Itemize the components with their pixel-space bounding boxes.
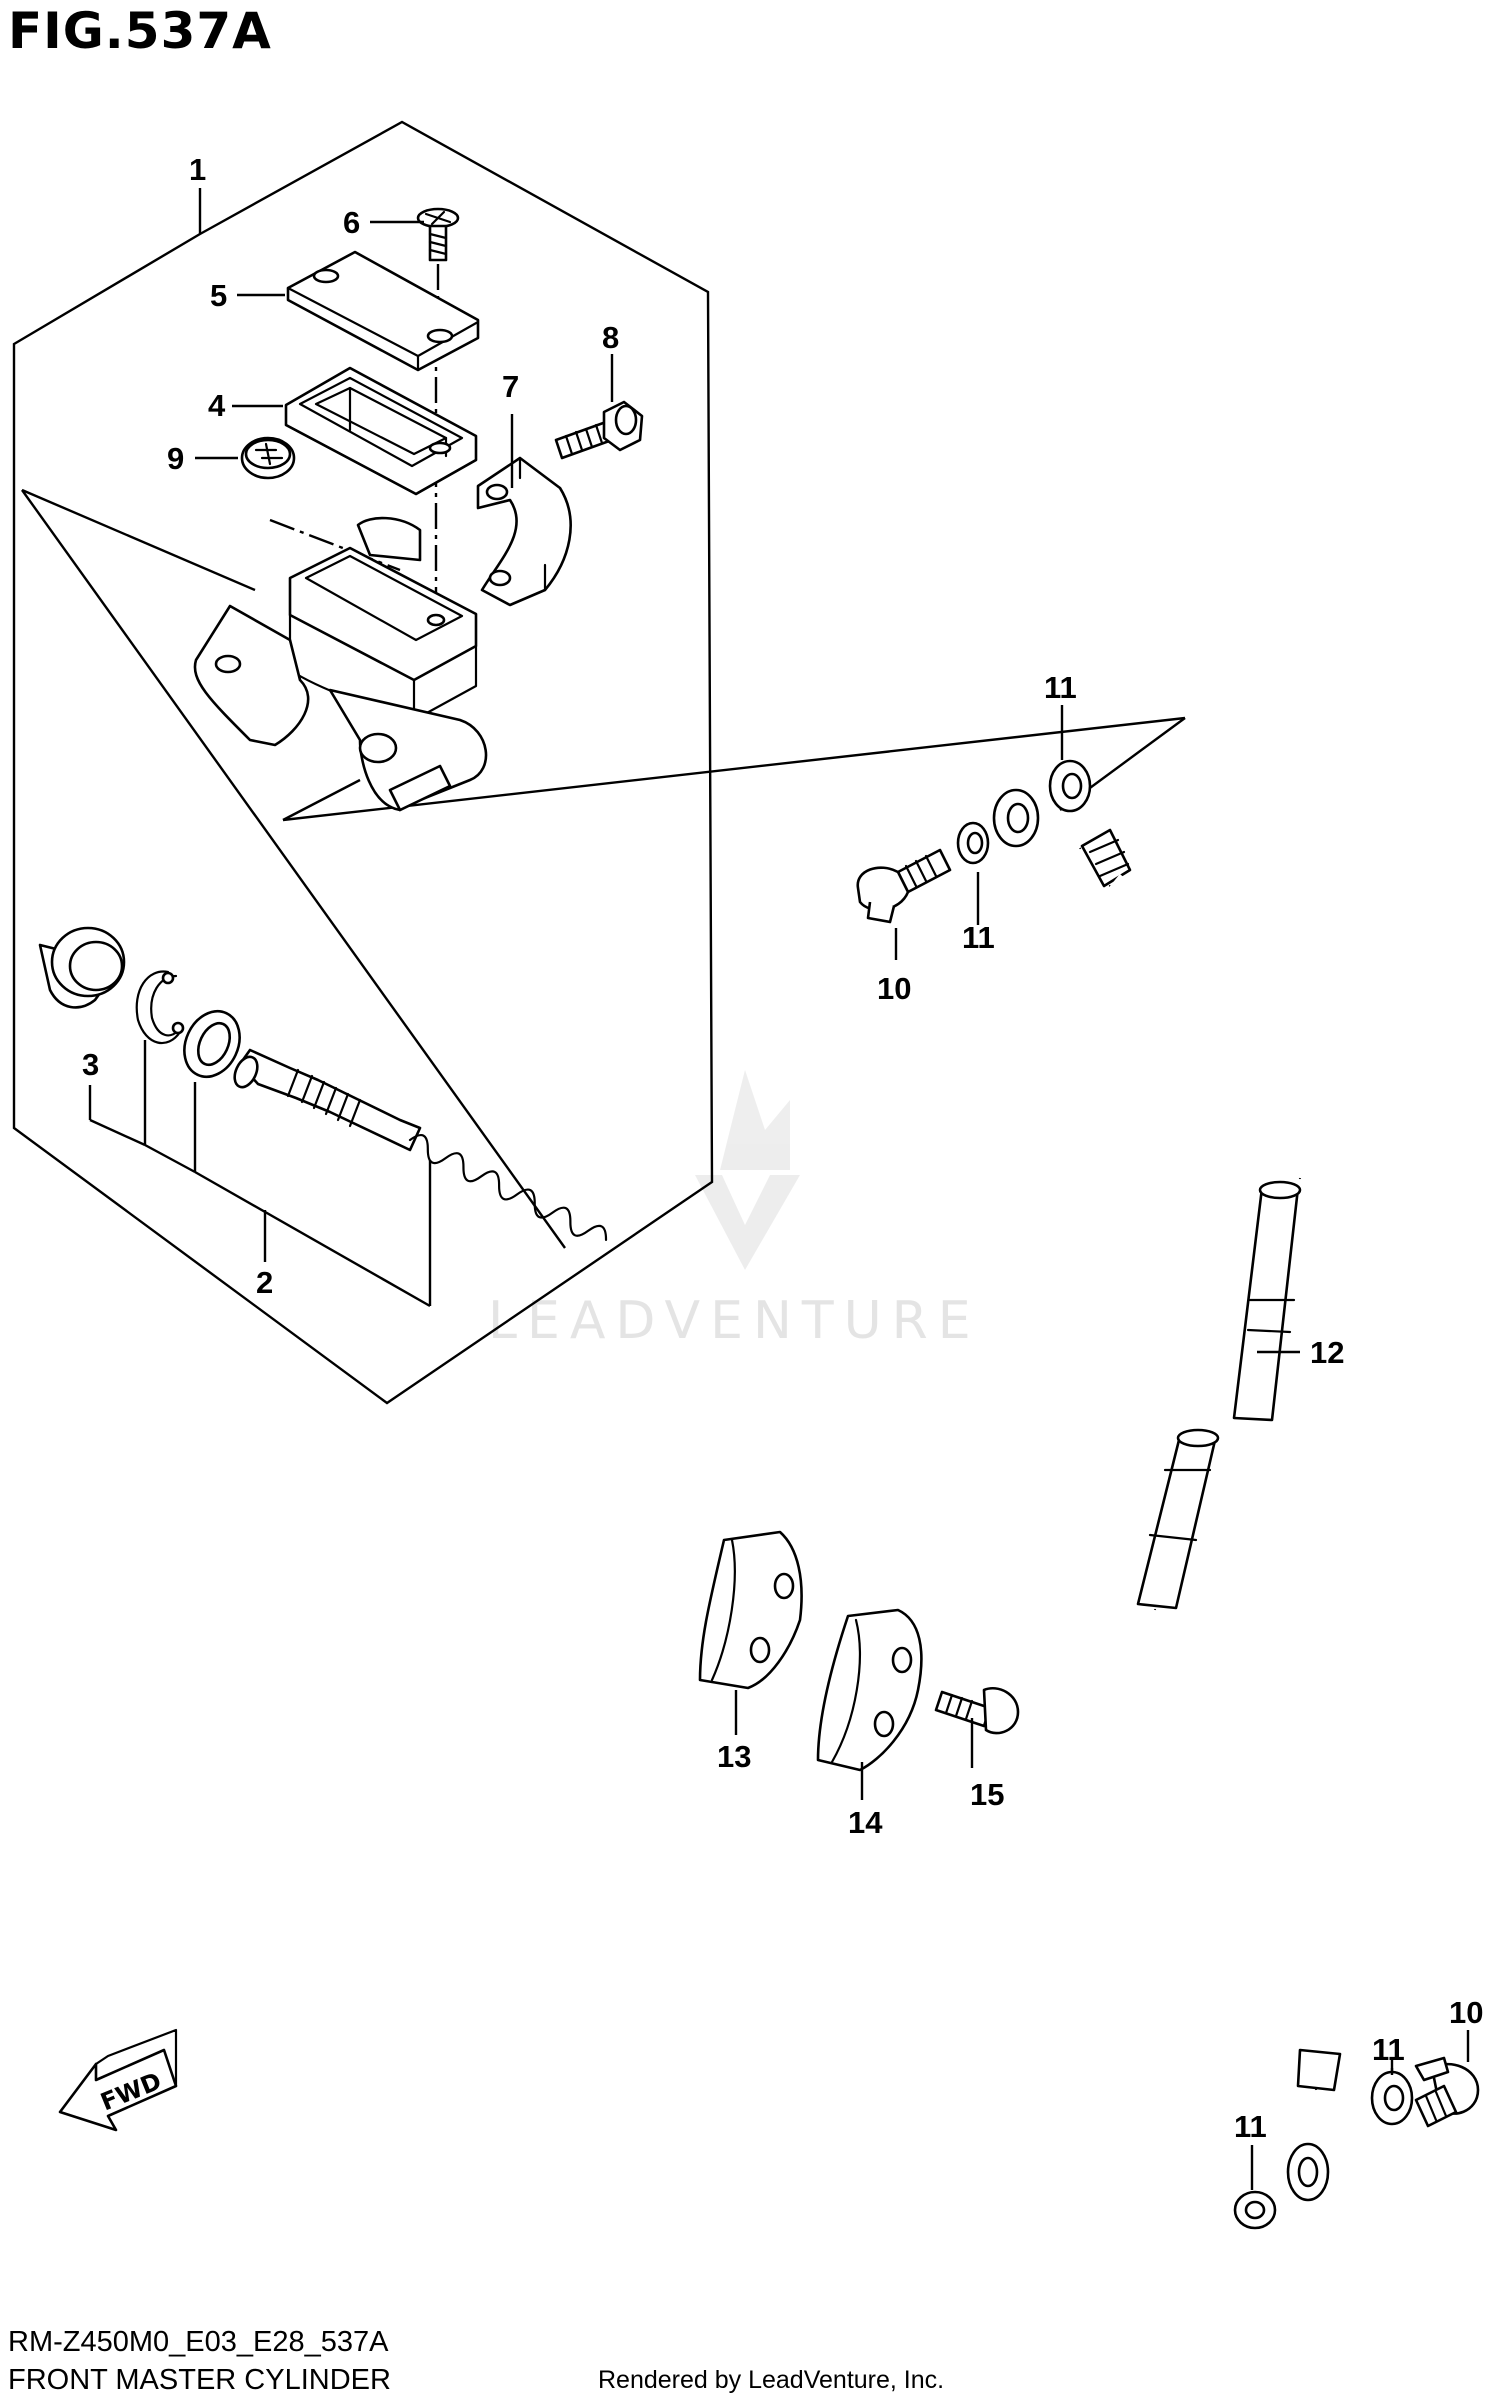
diagram-code: RM-Z450M0_E03_E28_537A [8, 2326, 389, 2358]
render-credit: Rendered by LeadVenture, Inc. [598, 2366, 945, 2394]
part-5-cover [286, 250, 480, 372]
part-14-holder [816, 1608, 923, 1772]
assembly-1-outline [12, 120, 714, 1405]
callout-11-lower-left: 11 [1234, 2109, 1267, 2144]
circlip [135, 970, 185, 1045]
washer-11-lower-left [1233, 2190, 1277, 2230]
part-6-screw [416, 207, 460, 262]
callout-5: 5 [210, 278, 227, 313]
master-cylinder-body [193, 516, 488, 812]
callout-6: 6 [343, 205, 360, 240]
callout-10-upper: 10 [877, 971, 911, 1006]
part-4-diaphragm [284, 366, 478, 496]
fwd-arrow-icon: FWD [58, 2028, 178, 2132]
callout-7: 7 [502, 369, 519, 404]
part-12-brake-hose [1028, 804, 1346, 2152]
part-3-boot [38, 926, 126, 1009]
callout-4: 4 [208, 388, 226, 423]
callout-11-upper-left: 11 [962, 920, 995, 955]
callout-12: 12 [1310, 1335, 1344, 1370]
callout-8: 8 [602, 320, 619, 355]
union-bolt-10-lower [1414, 2056, 1480, 2128]
leadventure-watermark: LEADVENTURE [488, 1070, 981, 1351]
callout-brackets [88, 1040, 432, 1308]
union-bolt-10-upper [856, 848, 952, 924]
figure-title: FIG.537A [8, 2, 272, 60]
part-13-holder [698, 1530, 803, 1690]
callout-1: 1 [189, 152, 206, 187]
leader-lines [195, 220, 1470, 2190]
callout-13: 13 [717, 1739, 751, 1774]
diagram-subtitle: FRONT MASTER CYLINDER [8, 2364, 391, 2396]
callout-3: 3 [82, 1047, 99, 1082]
piston-spring [233, 1048, 608, 1241]
washer-11-lower-right [1370, 2070, 1414, 2126]
part-15-bolt [934, 1687, 1020, 1735]
washer-11-upper-right [1048, 759, 1092, 813]
part-9-sight-glass [240, 436, 296, 480]
part-8-bolt [554, 400, 644, 460]
callout-9: 9 [167, 441, 184, 476]
guide-lines [21, 222, 1186, 1249]
washer [183, 1009, 241, 1079]
upper-banjo-fitting [992, 788, 1040, 848]
callout-15: 15 [970, 1777, 1004, 1812]
lower-banjo-fitting [1286, 2142, 1330, 2202]
part-7-clamp [476, 456, 572, 607]
callout-10-lower: 10 [1449, 1995, 1483, 2030]
washer-11-upper-left [956, 821, 990, 865]
callout-2: 2 [256, 1265, 273, 1300]
callout-11-lower-right: 11 [1372, 2032, 1405, 2067]
callout-11-upper-right: 11 [1044, 670, 1077, 705]
callout-14: 14 [848, 1805, 883, 1840]
watermark-text: LEADVENTURE [488, 1291, 981, 1351]
